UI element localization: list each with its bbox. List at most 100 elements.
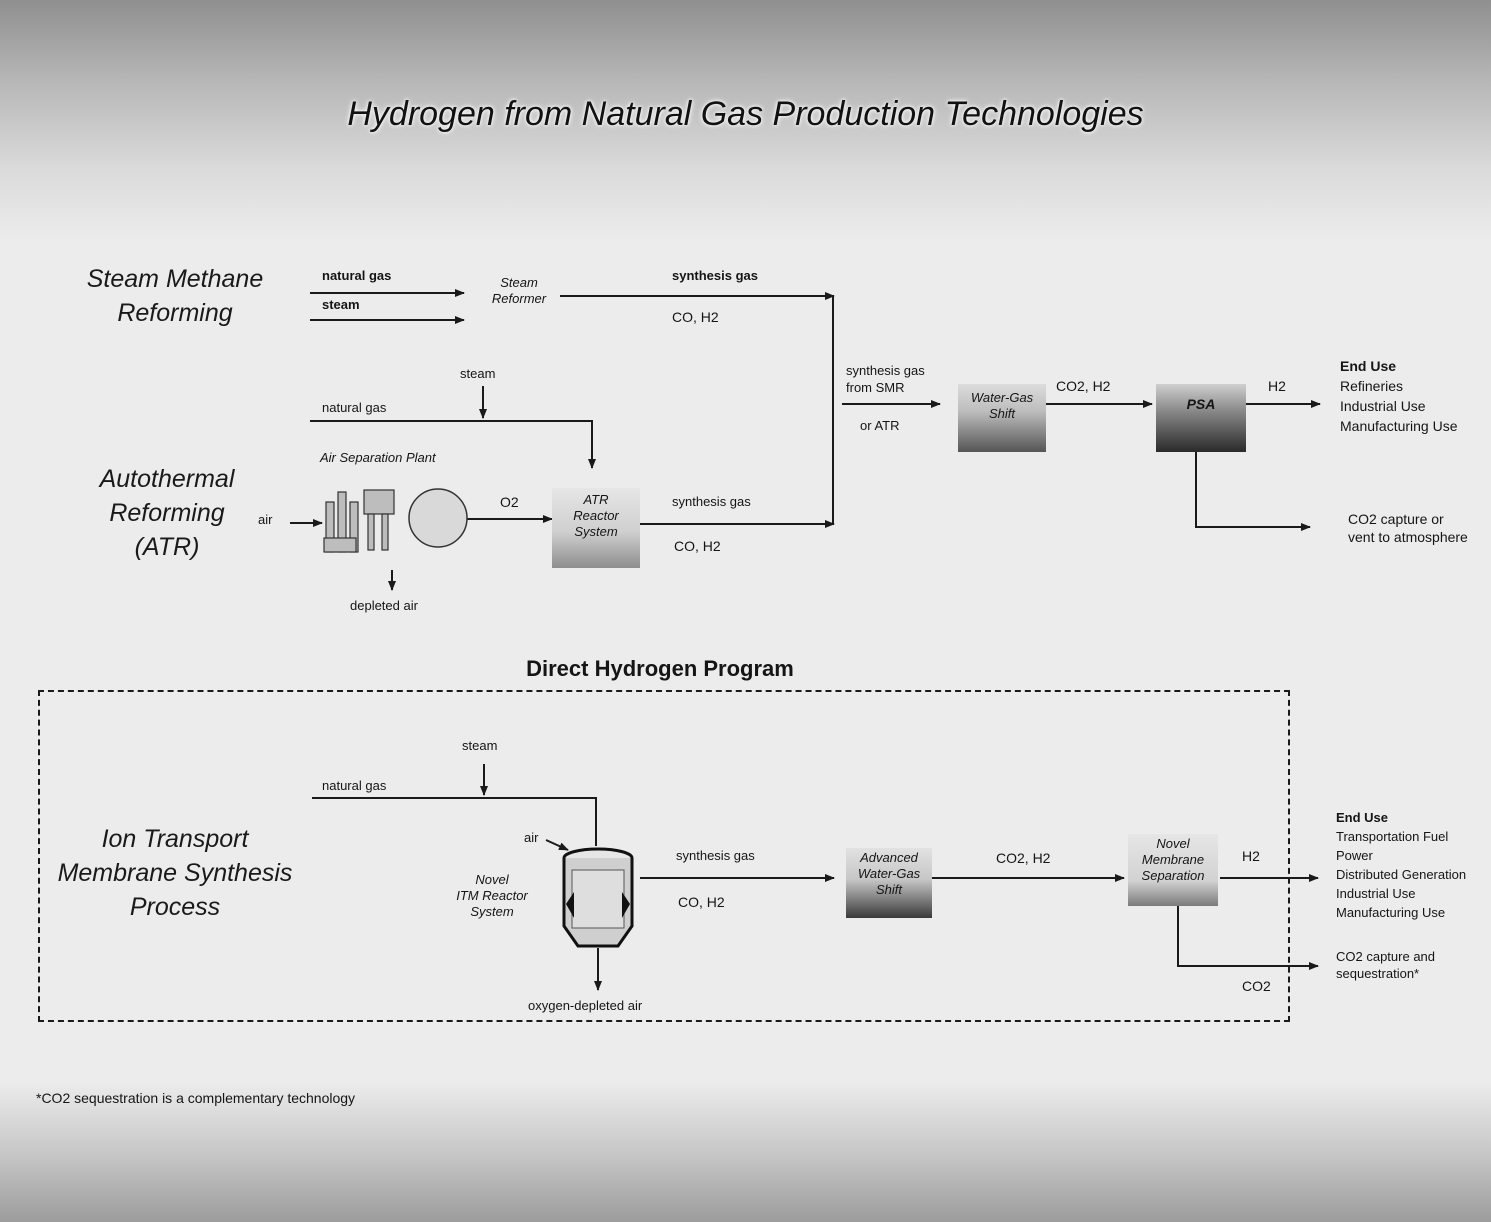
end-use-heading: End Use [1340,358,1397,374]
footnote: *CO2 sequestration is a complementary te… [36,1090,356,1106]
label-line: vent to atmosphere [1348,529,1468,545]
membrane-separation-label: Novel Membrane Separation [1128,836,1218,884]
membrane-separation-box: Novel Membrane Separation [1128,834,1218,906]
itm-synthesis-gas-label: synthesis gas [676,848,755,863]
membrane-co2-label: CO2 [1242,978,1271,994]
process-name-line: Reforming [109,499,225,527]
direct-hydrogen-program-heading: Direct Hydrogen Program [526,656,794,681]
label-line: ITM Reactor [456,888,528,903]
label-line: CO2 capture or [1348,511,1444,527]
air-separation-sphere [408,474,470,564]
psa-h2-label: H2 [1268,378,1286,394]
label-line: ATR [583,492,609,507]
membrane-co2-arrow [1177,906,1319,970]
air-separation-columns-icon [323,489,395,553]
label-line: System [470,904,514,919]
itm-reactor-vessel-icon [562,847,634,948]
process-name-smr: Steam Methane Reforming [70,262,280,330]
atr-synthesis-gas-label: synthesis gas [672,494,751,509]
air-separation-plant-label: Air Separation Plant [320,450,436,465]
depleted-air-label: depleted air [350,598,418,613]
syngas-from-label: synthesis gas from SMR [846,362,925,396]
o2-label: O2 [500,494,519,510]
label-line: from SMR [846,380,905,395]
atr-air-label: air [258,512,273,527]
label-line: sequestration* [1336,966,1420,981]
label-line: Shift [988,406,1015,421]
end-use-item: Industrial Use [1340,398,1426,414]
process-name-line: Reforming [117,299,233,327]
end-use-heading: End Use [1336,810,1389,825]
itm-reactor-label: Novel ITM Reactor System [450,872,534,920]
atr-reactor-box: ATR Reactor System [552,488,640,568]
label-line: Advanced [860,850,918,865]
storage-sphere-icon [408,488,468,548]
steam-reformer-label: Steam Reformer [478,275,560,307]
itm-natural-gas-label: natural gas [322,778,387,793]
end-use-item: Manufacturing Use [1340,418,1458,434]
shift-co2-h2-label: CO2, H2 [1056,378,1111,394]
process-name-line: Steam Methane [86,265,264,293]
smr-synthesis-gas-label: synthesis gas [672,268,758,283]
label-line: Novel [475,872,509,887]
psa-box: PSA [1156,384,1246,452]
label-line: Membrane [1141,852,1205,867]
psa-co2-capture-label: CO2 capture or vent to atmosphere [1348,510,1468,546]
process-name-line: (ATR) [134,533,200,561]
diagram-title: Hydrogen from Natural Gas Production Tec… [347,95,1144,133]
atr-natural-gas-arrow [310,420,596,469]
label-line: System [574,524,618,539]
smr-co-h2-label: CO, H2 [672,309,719,325]
itm-natural-gas-line [312,797,597,846]
label-line: Water-Gas [970,390,1034,405]
end-use-bottom: End Use Transportation Fuel Power Distri… [1336,808,1466,922]
itm-steam-label: steam [462,738,498,753]
advanced-shift-box: Advanced Water-Gas Shift [846,848,932,918]
label-line: Separation [1141,868,1205,883]
process-name-line: Autothermal [99,465,235,493]
itm-co-h2-label: CO, H2 [678,894,725,910]
direct-hydrogen-program-frame [38,690,1290,1022]
label-line: Novel [1156,836,1190,851]
water-gas-shift-box: Water-Gas Shift [958,384,1046,452]
label-line: synthesis gas [846,363,925,378]
process-name-itm: Ion Transport Membrane Synthesis Process [44,822,306,924]
itm-air-arrow [545,839,569,851]
process-name-line: Ion Transport [101,825,249,853]
label-line: Shift [875,882,902,897]
label-line: Water-Gas [857,866,921,881]
advanced-shift-label: Advanced Water-Gas Shift [846,850,932,898]
smr-steam-label: steam [322,297,360,312]
label-line: Steam [500,275,538,290]
membrane-h2-label: H2 [1242,848,1260,864]
atr-reactor-label: ATR Reactor System [552,492,640,540]
atr-natural-gas-label: natural gas [322,400,387,415]
process-name-line: Membrane Synthesis [57,859,293,887]
process-name-line: Process [129,893,221,921]
psa-co2-arrow [1195,452,1311,531]
atr-co-h2-label: CO, H2 [674,538,721,554]
end-use-item: Distributed Generation [1336,867,1467,882]
water-gas-shift-label: Water-Gas Shift [958,390,1046,422]
end-use-item: Transportation Fuel [1336,829,1449,844]
label-line: Reformer [491,291,547,306]
itm-co2-capture-label: CO2 capture and sequestration* [1336,948,1435,982]
atr-steam-label: steam [460,366,496,381]
smr-natural-gas-label: natural gas [322,268,392,283]
end-use-item: Refineries [1340,378,1404,394]
background-bottom-gradient [0,1082,1491,1222]
end-use-top: End Use Refineries Industrial Use Manufa… [1340,356,1458,436]
end-use-item: Industrial Use [1336,886,1416,901]
itm-reactor-vessel [558,846,640,950]
oxygen-depleted-air-label: oxygen-depleted air [528,998,643,1013]
background-top-gradient [0,0,1491,240]
end-use-item: Manufacturing Use [1336,905,1446,920]
psa-label: PSA [1186,396,1216,412]
process-name-atr: Autothermal Reforming (ATR) [62,462,272,564]
label-line: Reactor [573,508,619,523]
itm-air-label: air [524,830,539,845]
end-use-item: Power [1336,848,1373,863]
syngas-or-atr-label: or ATR [860,418,900,433]
adv-shift-co2-h2-label: CO2, H2 [996,850,1051,866]
